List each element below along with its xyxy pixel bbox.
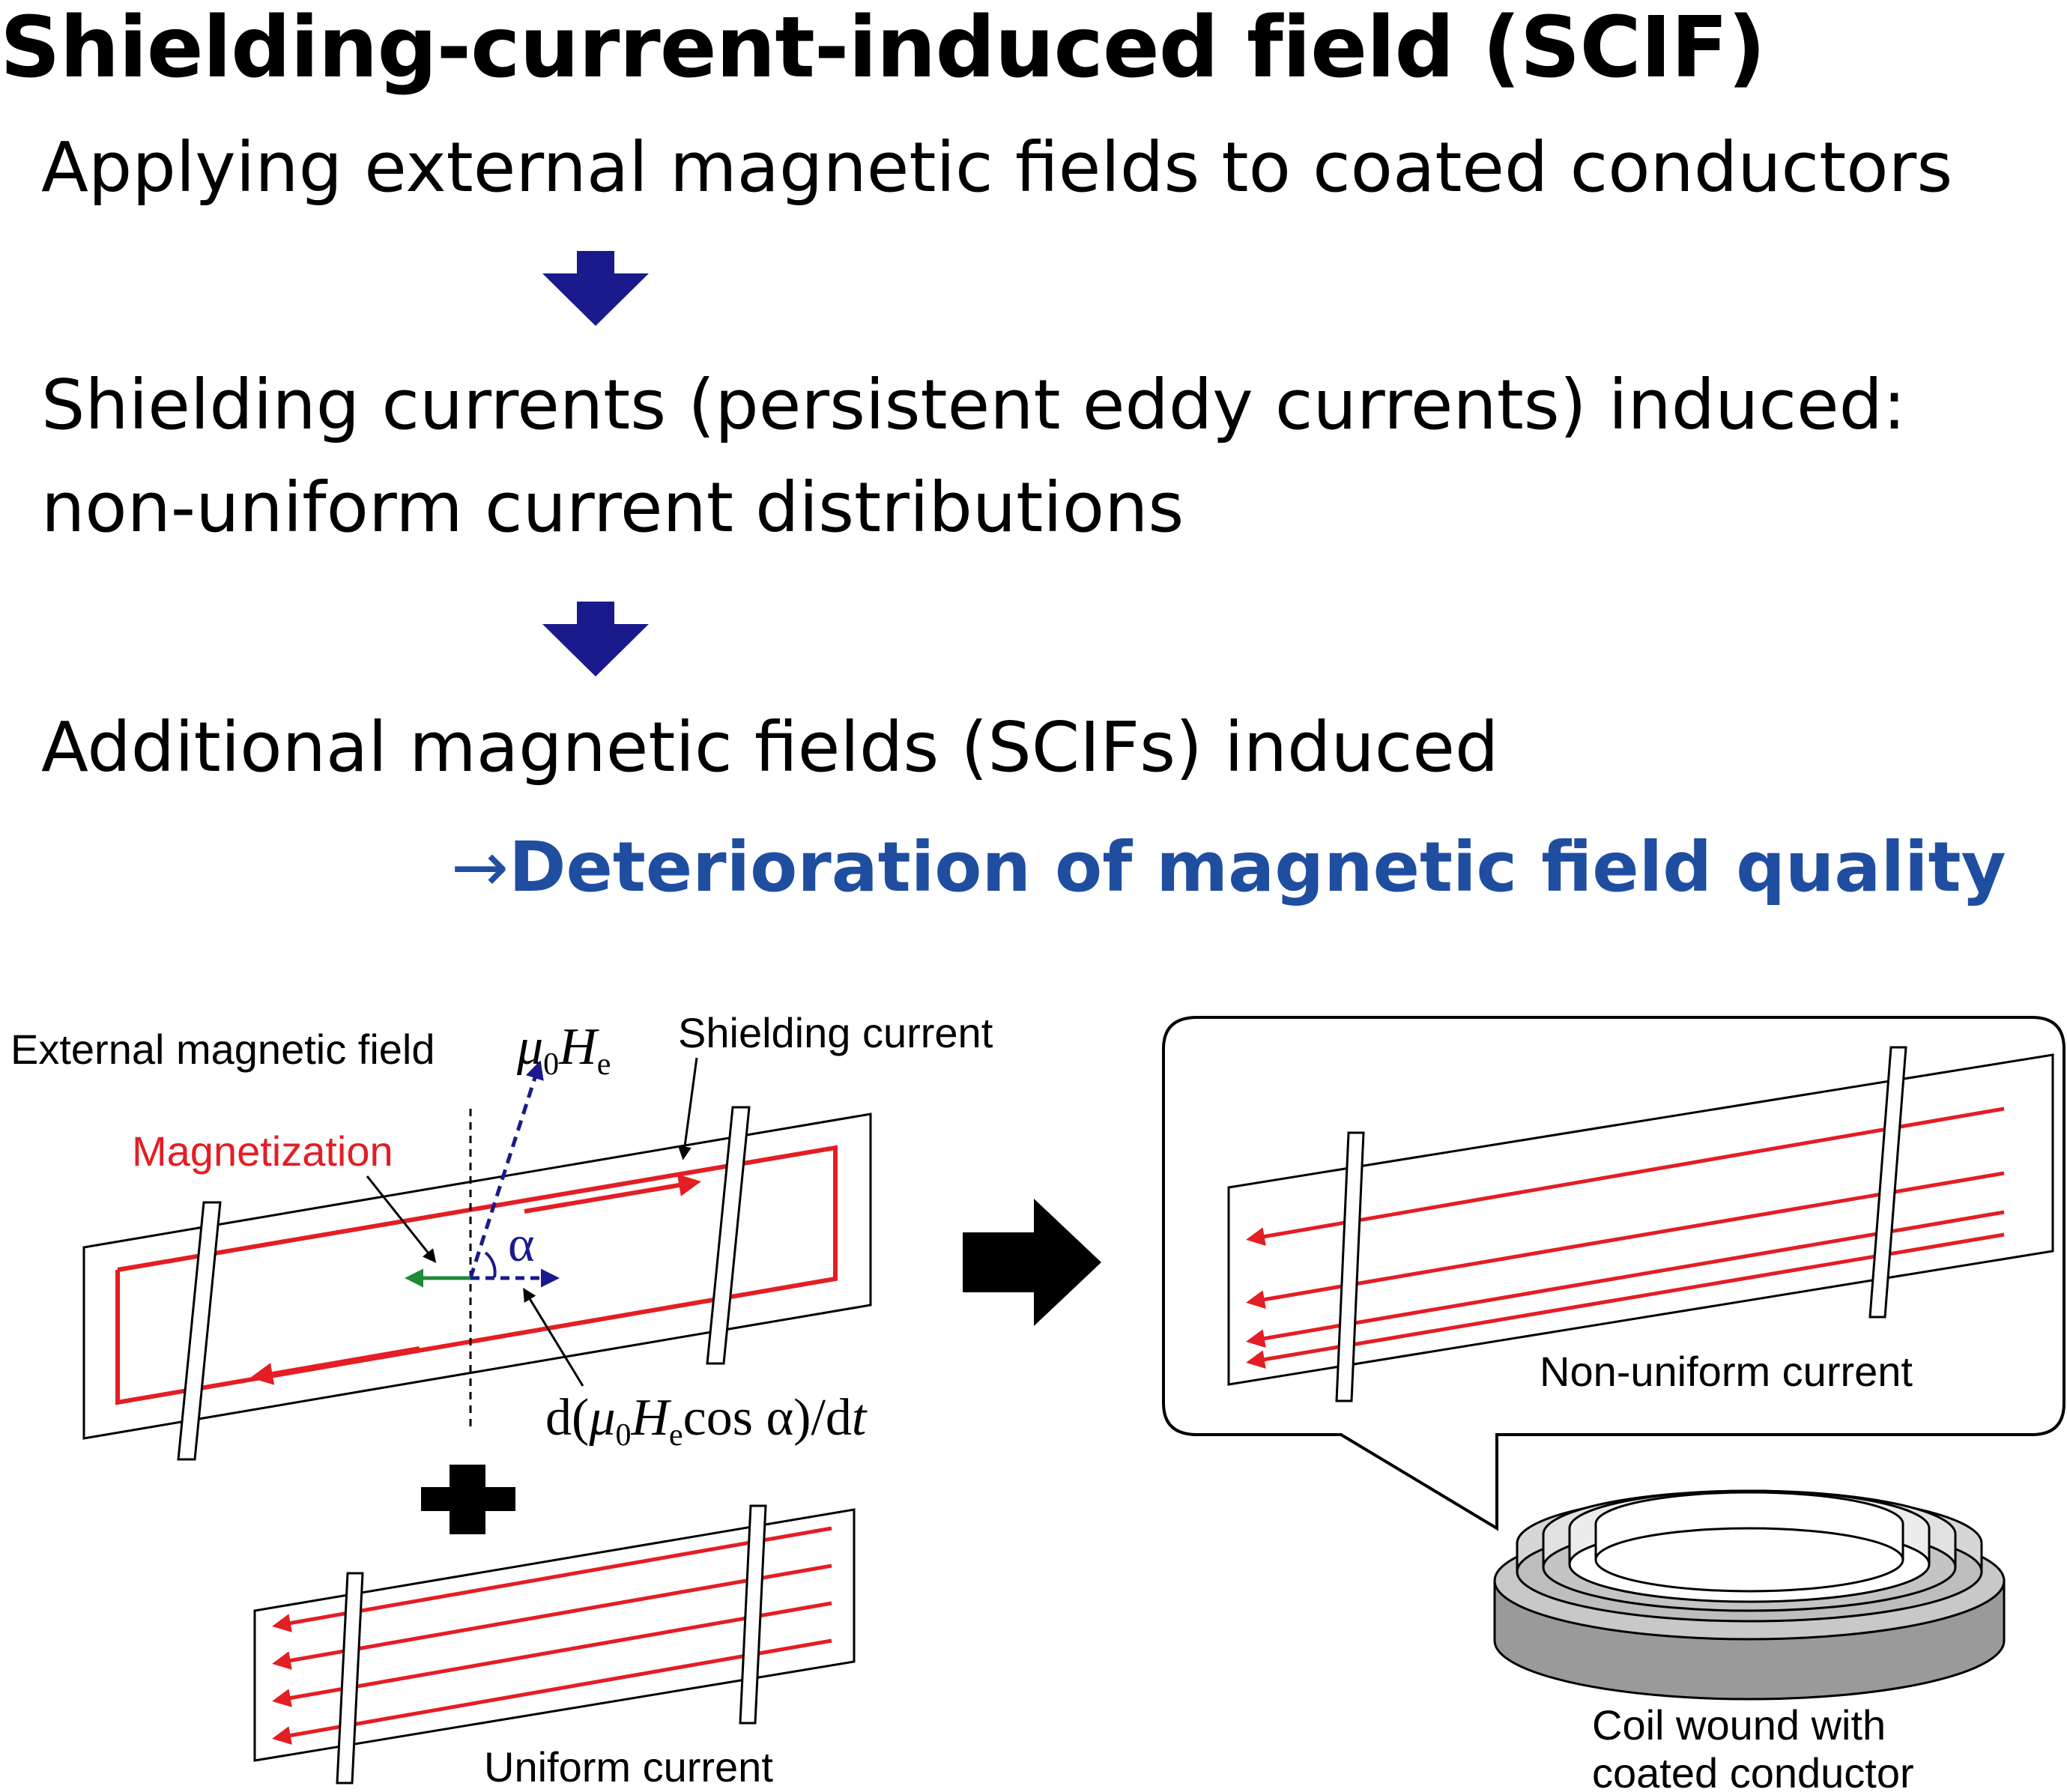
derivative-label: d(μ0Hecos α)/dt	[545, 1389, 868, 1453]
conductor-tape-uniform	[253, 1504, 856, 1785]
consequence-text: →Deterioration of magnetic field quality	[451, 833, 2006, 902]
shielding-current-label: Shielding current	[678, 1009, 993, 1056]
step-2-text-line-1: Shielding currents (persistent eddy curr…	[41, 365, 1907, 445]
step-3-text: Additional magnetic fields (SCIFs) induc…	[41, 707, 1499, 787]
magnetization-label: Magnetization	[132, 1127, 393, 1175]
coil-label-line-1: Coil wound with	[1592, 1701, 1886, 1749]
external-field-label: External magnetic field	[10, 1026, 435, 1073]
conductor-tape-nonuniform	[1227, 1046, 2054, 1402]
derivative-pointer	[523, 1287, 584, 1387]
coil-icon	[1493, 1489, 2006, 1701]
uniform-current-label: Uniform current	[484, 1743, 773, 1791]
flow-arrow-icon-1	[542, 251, 649, 326]
plus-icon	[421, 1465, 515, 1534]
consequence-arrow-glyph: →	[451, 827, 509, 907]
external-field-vector	[468, 1060, 544, 1279]
transition-arrow-icon	[963, 1199, 1101, 1326]
consequence-label: Deterioration of magnetic field quality	[509, 827, 2006, 907]
conductor-tape-shielding	[82, 1057, 872, 1461]
field-symbol: μ0He	[516, 1018, 611, 1082]
alpha-label: α	[508, 1215, 535, 1272]
step-2-text-line-2: non-uniform current distributions	[41, 467, 1184, 548]
flow-arrow-icon-2	[542, 602, 649, 676]
page-title: Shielding-current-induced field (SCIF)	[0, 0, 1766, 97]
magnetization-pointer	[366, 1175, 437, 1263]
coil-label-line-2: coated conductor	[1592, 1749, 1914, 1792]
shielding-current-pointer	[678, 1057, 698, 1160]
step-1-text: Applying external magnetic fields to coa…	[41, 127, 1953, 208]
nonuniform-current-label: Non-uniform current	[1540, 1348, 1913, 1395]
alpha-angle-arc	[484, 1251, 497, 1278]
